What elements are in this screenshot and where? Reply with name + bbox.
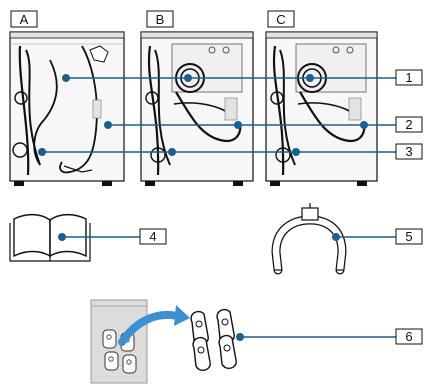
callout-line-6 [236, 333, 396, 341]
callout-box-6: 6 [395, 328, 423, 345]
callout-line-1 [62, 74, 396, 82]
machine-b [140, 31, 254, 186]
manual-book-icon [9, 213, 91, 262]
callout-line-2 [104, 121, 396, 129]
callout-line-4 [58, 233, 140, 241]
machine-a [9, 31, 125, 186]
svg-text:A: A [20, 12, 29, 27]
arrow-icon [118, 305, 190, 346]
variant-label-b: B [146, 10, 174, 28]
svg-text:6: 6 [405, 329, 412, 344]
transport-caps-icon [190, 308, 237, 372]
callout-box-2: 2 [395, 116, 423, 133]
machine-c [265, 31, 378, 186]
callout-box-1: 1 [395, 69, 423, 86]
svg-text:5: 5 [405, 229, 412, 244]
hose-hook-icon [271, 203, 347, 275]
callout-box-5: 5 [395, 228, 423, 245]
variant-label-a: A [10, 10, 38, 28]
svg-text:C: C [276, 12, 285, 27]
svg-text:B: B [156, 12, 165, 27]
variant-label-c: C [267, 10, 295, 28]
svg-text:1: 1 [405, 70, 412, 85]
callout-line-3 [38, 148, 396, 156]
svg-text:4: 4 [149, 229, 156, 244]
callout-box-4: 4 [139, 228, 167, 245]
svg-text:2: 2 [405, 117, 412, 132]
callout-box-3: 3 [395, 143, 423, 160]
svg-text:3: 3 [405, 144, 412, 159]
callout-line-5 [332, 233, 396, 241]
